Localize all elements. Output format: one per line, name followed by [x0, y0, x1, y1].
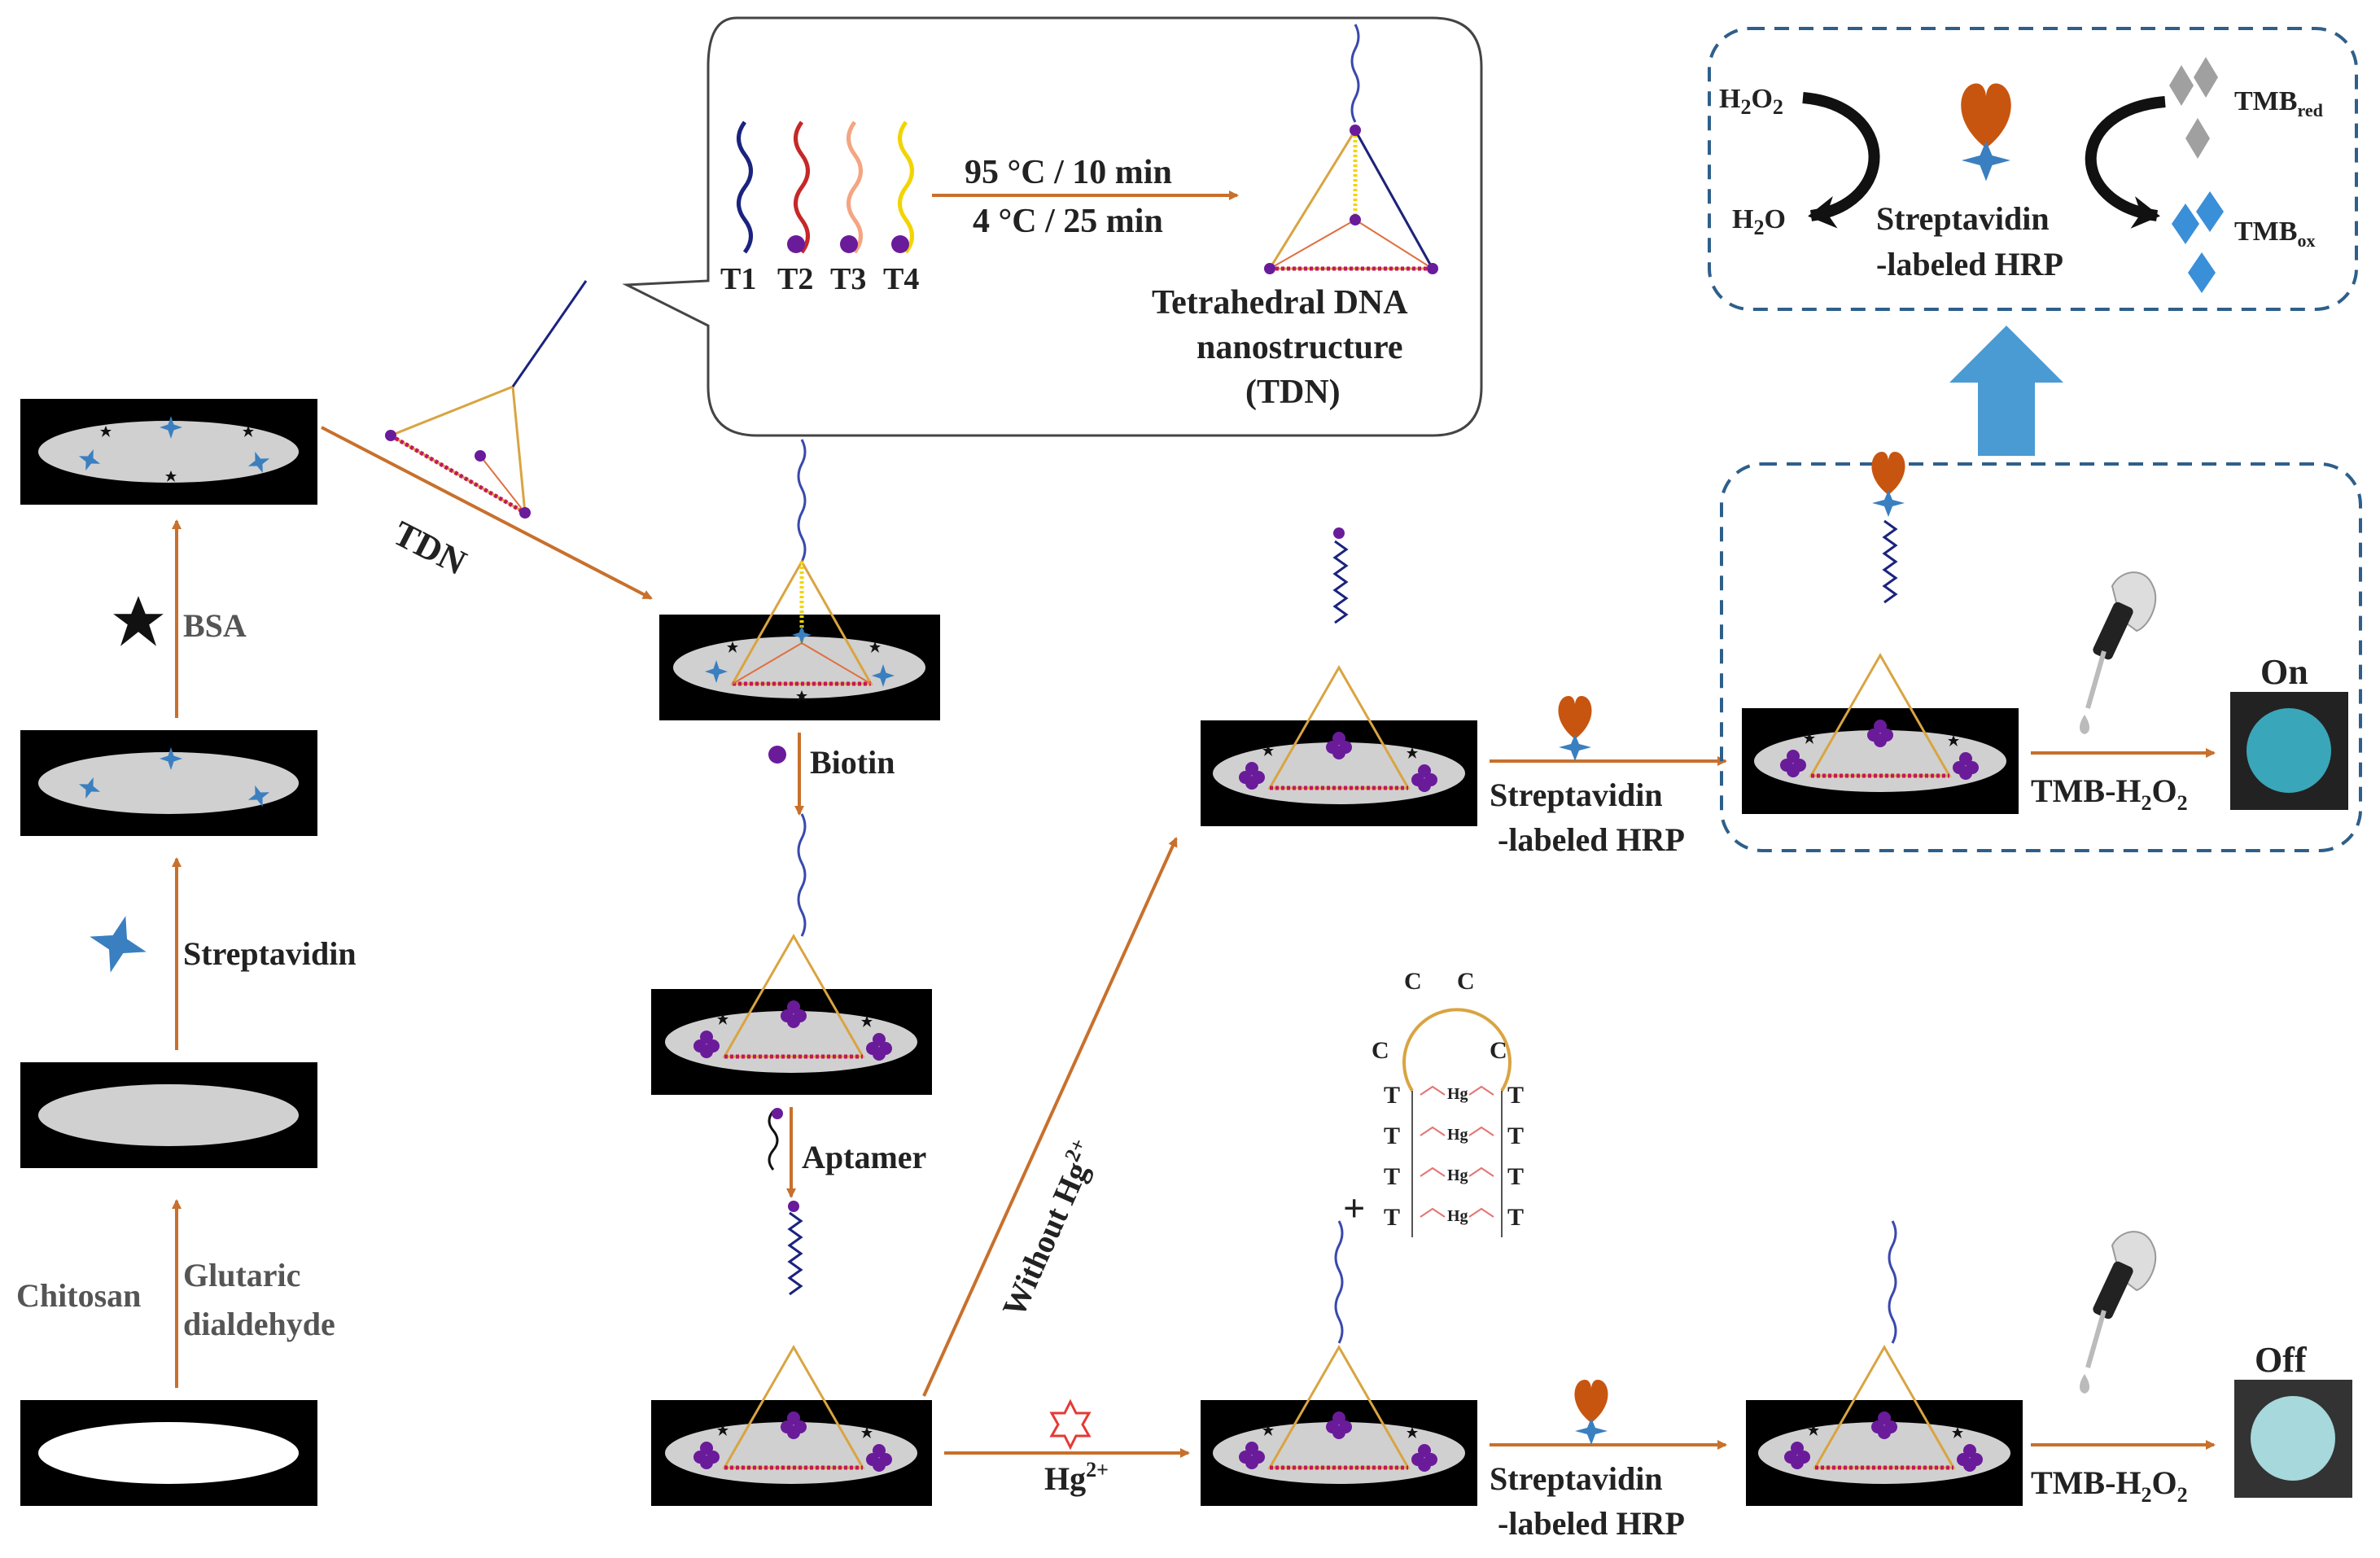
strand-t4 [891, 120, 914, 254]
tmb-ox-icon [2172, 191, 2224, 293]
label-tmb-red: TMBred [2234, 86, 2323, 120]
label-sa-hrp-upper-1: Streptavidin [1490, 777, 1663, 813]
label-aptamer: Aptamer [802, 1139, 926, 1175]
label-dialdehyde: dialdehyde [183, 1306, 335, 1342]
electrode-streptavidin [20, 730, 317, 836]
hairpin-t-bases: T T T T T T T T [1384, 1082, 1524, 1231]
electrode-chitosan [20, 1062, 317, 1168]
label-tmb-ox: TMBox [2234, 217, 2315, 251]
svg-text:T: T [1384, 1123, 1400, 1149]
label-sa-hrp-lower-1: Streptavidin [1490, 1460, 1663, 1497]
label-chitosan: Chitosan [16, 1277, 141, 1314]
label-tdn: TDN [387, 513, 472, 583]
hrp-icon-reaction [1961, 83, 2011, 182]
svg-text:Without Hg2+: Without Hg2+ [993, 1135, 1105, 1322]
svg-text:Hg: Hg [1447, 1166, 1468, 1184]
bsa-star-icon [113, 596, 164, 646]
svg-text:T: T [1384, 1163, 1400, 1190]
svg-text:T: T [1507, 1082, 1524, 1109]
electrode-bare [20, 1400, 317, 1506]
svg-text:T: T [1507, 1163, 1524, 1190]
label-h2o: H2O [1732, 204, 1786, 239]
label-t3: T3 [830, 262, 866, 296]
strand-t3 [840, 120, 863, 254]
strand-t1 [737, 120, 753, 254]
electrode-lower-2 [1746, 1220, 2023, 1506]
arrow-without-hg [922, 837, 1178, 1397]
svg-text:Hg: Hg [1447, 1126, 1468, 1144]
svg-text:T: T [1384, 1082, 1400, 1109]
dashed-box-detection [1720, 462, 2362, 852]
electrode-upper-2 [1742, 452, 2019, 814]
label-enzyme-2: -labeled HRP [1876, 246, 2063, 282]
well-off [2234, 1380, 2352, 1498]
label-t1: T1 [720, 262, 756, 296]
arrow-tdn [321, 426, 653, 600]
hairpin-c-mid-right: C [1490, 1037, 1507, 1064]
electrode-lower-1 [1201, 1220, 1477, 1506]
hg-hairpin: Hg Hg Hg Hg [1402, 1008, 1512, 1237]
aptamer-icon [768, 1110, 779, 1171]
big-up-arrow [1949, 326, 2063, 456]
label-glutaric: Glutaric [183, 1257, 300, 1293]
pipette-icon-upper [2080, 572, 2155, 734]
label-cond-1: 95 °C / 10 min [965, 154, 1172, 191]
label-bsa: BSA [183, 607, 247, 644]
svg-text:Hg: Hg [1447, 1085, 1468, 1103]
curved-arrow-h2o2 [1802, 92, 1880, 229]
label-tmb-upper: TMB-H2O2 [2031, 772, 2188, 815]
label-on: On [2260, 652, 2308, 692]
hg-ion-icon [1049, 1398, 1092, 1451]
hrp-icon-upper [1558, 696, 1592, 761]
tmb-red-icon [2169, 57, 2218, 159]
streptavidin-icon [81, 908, 155, 981]
hairpin-c-top-right: C [1457, 968, 1475, 995]
label-tdn-2: nanostructure [1197, 329, 1403, 366]
hrp-icon-lower [1574, 1380, 1608, 1445]
electrode-upper-1 [1201, 527, 1477, 826]
label-cond-2: 4 °C / 25 min [973, 203, 1163, 240]
label-hg: Hg2+ [1044, 1458, 1109, 1497]
label-biotin: Biotin [810, 744, 895, 781]
electrode-tdn [659, 439, 940, 720]
label-streptavidin: Streptavidin [183, 935, 357, 972]
label-without-hg: Without Hg2+ [993, 1135, 1105, 1322]
label-h2o2: H2O2 [1719, 84, 1783, 119]
pipette-icon-lower [2080, 1232, 2155, 1394]
electrode-aptamer [651, 1201, 932, 1506]
well-on [2230, 692, 2348, 810]
tdn-small [385, 280, 588, 519]
label-off: Off [2255, 1340, 2308, 1380]
hairpin-c-top-left: C [1404, 968, 1422, 995]
label-tmb-lower: TMB-H2O2 [2031, 1464, 2188, 1507]
label-tdn-1: Tetrahedral DNA [1152, 284, 1408, 322]
electrode-biotin [651, 813, 932, 1095]
label-sa-hrp-upper-2: -labeled HRP [1498, 821, 1685, 858]
label-plus: + [1343, 1187, 1365, 1230]
dashed-box-reaction [1708, 27, 2358, 311]
biotin-icon [768, 746, 786, 764]
strand-t2 [787, 120, 810, 254]
svg-text:T: T [1507, 1123, 1524, 1149]
tdn-assembled [1264, 24, 1438, 274]
label-sa-hrp-lower-2: -labeled HRP [1498, 1505, 1685, 1542]
label-tdn-3: (TDN) [1245, 374, 1341, 411]
label-t4: T4 [883, 262, 919, 296]
callout-bubble [622, 16, 1483, 437]
svg-text:T: T [1507, 1204, 1524, 1231]
svg-text:Hg: Hg [1447, 1207, 1468, 1225]
hairpin-c-mid-left: C [1372, 1037, 1389, 1064]
label-enzyme-1: Streptavidin [1876, 200, 2050, 237]
svg-text:T: T [1384, 1204, 1400, 1231]
electrode-bsa [20, 399, 317, 505]
curved-arrow-tmb [2085, 96, 2166, 229]
label-t2: T2 [777, 262, 813, 296]
